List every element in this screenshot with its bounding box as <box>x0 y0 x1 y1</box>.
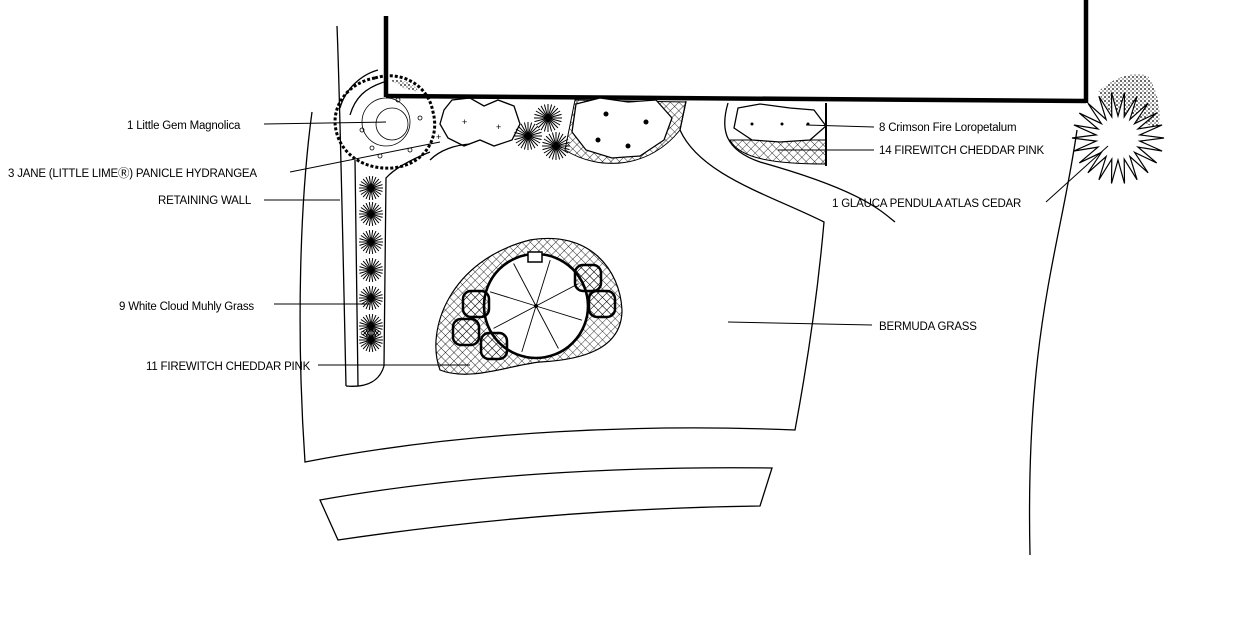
leader-lines <box>263 121 1109 366</box>
label-retaining-wall: RETAINING WALL <box>158 195 252 207</box>
label-hydrangea: 3 JANE (LITTLE LIMEⓇ) PANICLE HYDRANGEA <box>8 167 257 180</box>
label-cheddar-pink-14: 14 FIREWITCH CHEDDAR PINK <box>879 145 1044 157</box>
magnolia-symbol <box>333 74 437 170</box>
label-bermuda-grass: BERMUDA GRASS <box>879 321 977 333</box>
hydrangea-symbol: + + + <box>429 97 521 161</box>
label-magnolia: 1 Little Gem Magnolica <box>127 120 241 132</box>
retaining-wall <box>336 25 431 387</box>
svg-text:+: + <box>436 132 441 142</box>
svg-text:+: + <box>496 122 501 132</box>
spiky-grass-cluster <box>514 104 570 160</box>
north-bed <box>564 97 687 164</box>
lawn-outline-right <box>724 102 896 223</box>
atlas-cedar-symbol <box>1071 74 1165 184</box>
house-wall <box>383 0 1089 104</box>
label-muhly-grass: 9 White Cloud Muhly Grass <box>119 301 254 313</box>
label-loropetalum: 8 Crimson Fire Loropetalum <box>879 122 1016 134</box>
muhly-grass-column <box>359 176 383 352</box>
loropetalum-bed <box>729 103 827 166</box>
label-atlas-cedar: 1 GLAUCA PENDULA ATLAS CEDAR <box>832 198 1021 210</box>
patio-bed <box>435 237 623 375</box>
east-edge <box>1028 129 1078 556</box>
lawn-outline <box>299 100 825 463</box>
walkway-strip <box>319 467 773 541</box>
svg-text:+: + <box>462 117 467 127</box>
label-cheddar-pink-11: 11 FIREWITCH CHEDDAR PINK <box>146 361 311 373</box>
